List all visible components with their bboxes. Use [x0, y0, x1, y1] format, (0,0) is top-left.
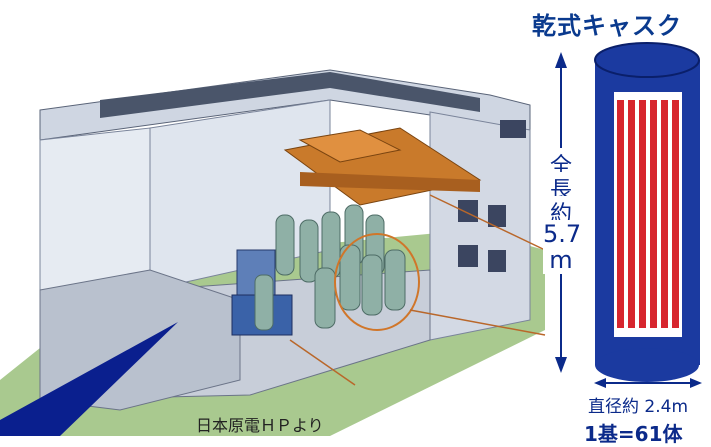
cask-title: 乾式キャスク: [532, 12, 682, 40]
leader-line-bottom: [289, 339, 356, 386]
image-credit: 日本原電ＨＰより: [196, 416, 324, 435]
cask-diagram: [594, 42, 700, 382]
cask-fuel-rods: [617, 100, 679, 328]
highlight-circle: [334, 233, 420, 331]
callout-pointer: [0, 322, 178, 436]
cask-top: [594, 42, 700, 78]
leader-line-upper: [429, 194, 546, 251]
building-windows: [458, 120, 526, 272]
transport-vehicle: [231, 249, 293, 336]
overhead-crane: [283, 127, 482, 206]
length-value: 5.7: [543, 220, 582, 248]
cask-fuel-area: [614, 92, 682, 337]
storage-facility-illustration: [0, 42, 702, 436]
diameter-label: 直径約 2.4m: [588, 397, 688, 417]
cask-capacity-label: 1基=61体: [584, 422, 683, 446]
length-unit: m: [543, 246, 579, 274]
diameter-arrow: [594, 378, 702, 388]
cask-cluster: [275, 204, 406, 329]
building-right-block: [429, 111, 531, 341]
roof-truss: [100, 72, 480, 118]
leader-line-lower: [409, 309, 546, 336]
